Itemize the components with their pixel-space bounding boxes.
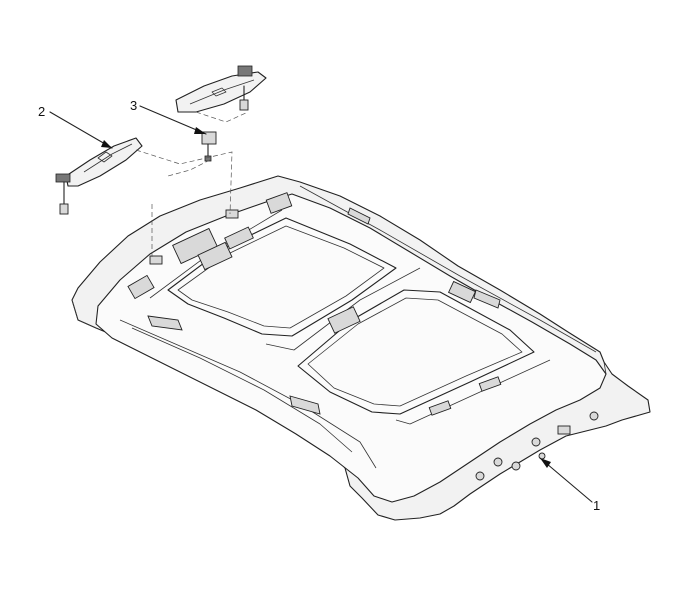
sun-visor-right	[175, 65, 267, 113]
leader-lines	[49, 105, 593, 503]
callout-2: 2	[38, 104, 45, 119]
visor-retainer	[201, 131, 217, 162]
sun-visor-left	[55, 137, 143, 215]
callout-3: 3	[130, 98, 137, 113]
callout-1: 1	[593, 498, 600, 513]
headlining-panel	[71, 175, 651, 521]
assembly-guide-lines	[135, 111, 249, 258]
